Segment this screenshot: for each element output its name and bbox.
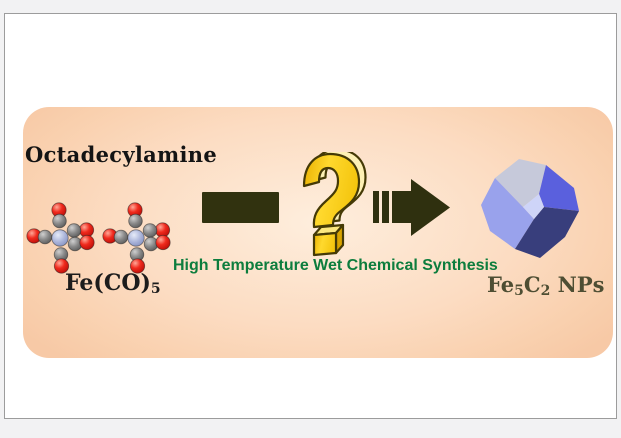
particle-face-left: [481, 178, 534, 249]
fe-co5-label-subscript: 5: [150, 281, 161, 297]
fe5c2-nps-label: Fe5C2 NPs: [487, 272, 605, 299]
fe-co5-molecules-icon: [26, 202, 171, 274]
fe-co5-molecule-1: [26, 202, 95, 274]
fe5c2-seg1: Fe: [487, 272, 515, 297]
octadecylamine-label: Octadecylamine: [25, 142, 218, 167]
particle-face-top-right: [539, 165, 579, 211]
fe-co5-label-main: Fe(CO): [65, 270, 151, 296]
particle-face-top-left: [495, 159, 546, 207]
question-mark-icon: [302, 152, 367, 257]
reaction-bar-icon: [202, 192, 279, 223]
nanoparticle-icon: [481, 159, 579, 258]
synthesis-condition-label: High Temperature Wet Chemical Synthesis: [173, 257, 498, 274]
fe-co5-molecule-2: [102, 202, 171, 274]
fe5c2-seg3: NPs: [550, 272, 605, 297]
fe5c2-sub2: 2: [540, 283, 551, 299]
particle-face-bottom: [515, 207, 579, 258]
fe5c2-seg2: C: [523, 272, 541, 297]
fast-forward-arrow-icon: [373, 179, 450, 236]
particle-face-center: [523, 194, 544, 219]
fe5c2-sub1: 5: [514, 283, 524, 299]
figure-panel: Octadecylamine: [4, 13, 617, 419]
fe-co5-label: Fe(CO)5: [65, 270, 161, 297]
